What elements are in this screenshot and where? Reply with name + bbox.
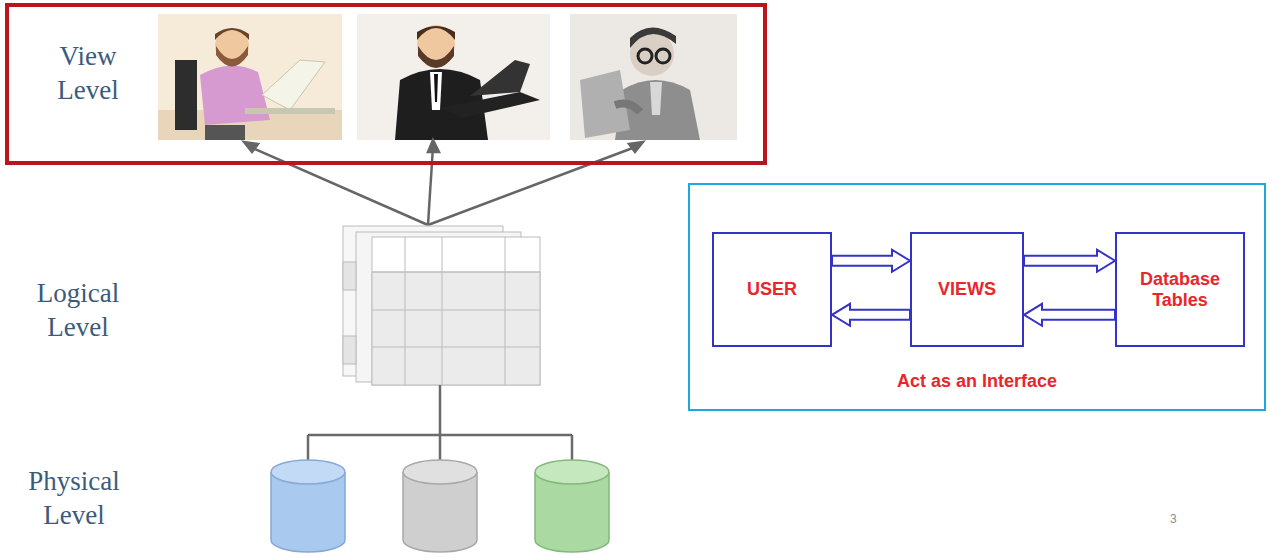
double-arrow <box>1024 304 1115 326</box>
person-illustration <box>158 14 342 140</box>
box-label: Database Tables <box>1123 269 1237 311</box>
panel-caption: Act as an Interface <box>690 371 1264 392</box>
page-number: 3 <box>1170 512 1177 526</box>
table-icon <box>343 226 540 385</box>
view-level-frame: View Level <box>5 3 767 165</box>
views-box: VIEWS <box>910 232 1024 347</box>
disk-cylinder <box>271 460 609 552</box>
level-label: Physical Level <box>12 464 136 532</box>
level-label: View Level <box>43 39 133 107</box>
tables-box: Database Tables <box>1115 232 1245 347</box>
interface-panel: Act as an Interface USER VIEWS Database Tab… <box>688 183 1266 411</box>
view-arrows <box>244 140 643 225</box>
person-illustration <box>357 14 550 140</box>
storage-links <box>308 385 572 462</box>
person-illustration <box>570 14 737 140</box>
double-arrow <box>1024 250 1115 272</box>
level-label: Logical Level <box>18 276 138 344</box>
double-arrow <box>832 250 910 272</box>
box-label: VIEWS <box>938 279 996 300</box>
double-arrow <box>832 304 910 326</box>
user-box: USER <box>712 232 832 347</box>
box-label: USER <box>747 279 797 300</box>
